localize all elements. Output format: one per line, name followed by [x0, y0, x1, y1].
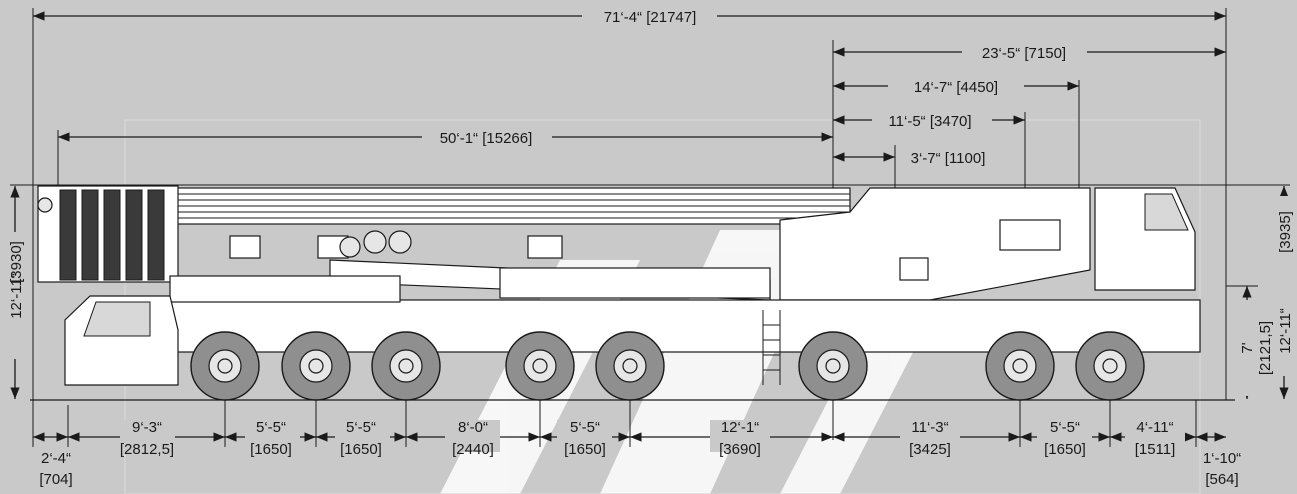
wheel — [985, 331, 1055, 401]
chain-label-10-top: 1‘-10“ — [1203, 450, 1241, 467]
chain-label-0-top: 2‘-4“ — [41, 450, 71, 467]
chain-label-6-top: 12‘-1“ — [721, 419, 759, 436]
dimension-rear-4: 3‘-7“ [1100] — [833, 147, 1000, 167]
rear-cab-window — [1144, 193, 1189, 231]
chain-label-2-top: 5‘-5“ — [256, 419, 286, 436]
wheel — [371, 331, 441, 401]
boom-overhang-label: 50‘-1“ [15266] — [440, 130, 533, 147]
chain-label-5-bottom: [1650] — [564, 441, 606, 458]
driver-cab-window — [83, 301, 151, 337]
chain-label-8-bottom: [1650] — [1044, 441, 1086, 458]
chain-label-6-bottom: [3690] — [719, 441, 761, 458]
right-height-imperial-label: 12‘-11“ — [1277, 308, 1294, 354]
wheel — [505, 331, 575, 401]
rear-dimension-4-label: 3‘-7“ [1100] — [911, 150, 986, 167]
chain-label-7-bottom: [3425] — [909, 441, 951, 458]
chain-label-9-bottom: [1511] — [1135, 441, 1176, 458]
dimension-rear-2: 14‘-7“ [4450] — [833, 76, 1079, 96]
right-height-metric-label: [3935] — [1277, 211, 1294, 253]
chain-label-3-bottom: [1650] — [340, 441, 382, 458]
access-ladder — [762, 310, 781, 385]
wheel — [798, 331, 868, 401]
chain-label-9-top: 4‘-11“ — [1136, 419, 1173, 436]
chain-label-4-bottom: [2440] — [452, 441, 494, 458]
chain-label-5-top: 5‘-5“ — [570, 419, 600, 436]
boom-lines — [170, 193, 850, 219]
dimension-rear-1: 23‘-5“ [7150] — [833, 42, 1226, 62]
wheel — [1075, 331, 1145, 401]
cylinder-barrel — [499, 267, 771, 299]
chain-label-10-bottom: [564] — [1205, 471, 1238, 488]
chain-label-2-bottom: [1650] — [250, 441, 292, 458]
chain-label-4-top: 8‘-0“ — [458, 419, 488, 436]
chain-label-8-top: 5‘-5“ — [1050, 419, 1080, 436]
superstructure-hatch — [899, 257, 929, 281]
left-height-metric-label: [3930] — [8, 241, 25, 283]
chain-ticks — [32, 400, 1197, 447]
chain-label-1-top: 9‘-3“ — [132, 419, 162, 436]
dimension-rear-3: 11‘-5“ [3470] — [833, 110, 1025, 130]
winch-drums — [229, 230, 563, 259]
wheel — [281, 331, 351, 401]
dimension-boom-overhang: 50‘-1“ [15266] — [58, 127, 833, 147]
wheel — [595, 331, 665, 401]
dimension-deck-height: 7' [2121,5] — [1226, 285, 1274, 399]
dimension-left-height: 12‘-11“ [3930] — [5, 186, 26, 399]
axle-wheels — [190, 331, 1145, 401]
chain-label-3-top: 5‘-5“ — [346, 419, 376, 436]
dimension-overall-length: 71‘-4“ [21747] — [33, 6, 1226, 26]
rear-dimension-1-label: 23‘-5“ [7150] — [982, 45, 1066, 62]
rear-dimension-3-label: 11‘-5“ [3470] — [888, 113, 971, 130]
bottom-dimension-chain: 2‘-4“ [704] 9‘-3“ [2812,5] 5‘-5“ [1650] … — [32, 400, 1241, 488]
crane-vehicle — [37, 185, 1201, 386]
dimension-right-height: 12‘-11“ [3935] — [1273, 186, 1295, 399]
left-height-imperial-label: 12‘-11“ — [8, 273, 25, 319]
rear-dimension-2-label: 14‘-7“ [4450] — [914, 79, 998, 96]
chain-label-1-bottom: [2812,5] — [120, 441, 174, 458]
boom-head-sheaves — [37, 189, 165, 281]
chain-label-backgrounds — [120, 420, 1185, 452]
wheel — [190, 331, 260, 401]
chain-label-7-top: 11‘-3“ — [911, 419, 948, 436]
chassis-deck-front — [169, 275, 401, 303]
deck-height-imperial-label: 7' — [1239, 342, 1256, 353]
chain-label-0-bottom: [704] — [39, 471, 72, 488]
counterweight-block — [999, 219, 1061, 251]
overall-length-label: 71‘-4“ [21747] — [604, 9, 697, 26]
deck-height-metric-label: [2121,5] — [1257, 321, 1274, 375]
